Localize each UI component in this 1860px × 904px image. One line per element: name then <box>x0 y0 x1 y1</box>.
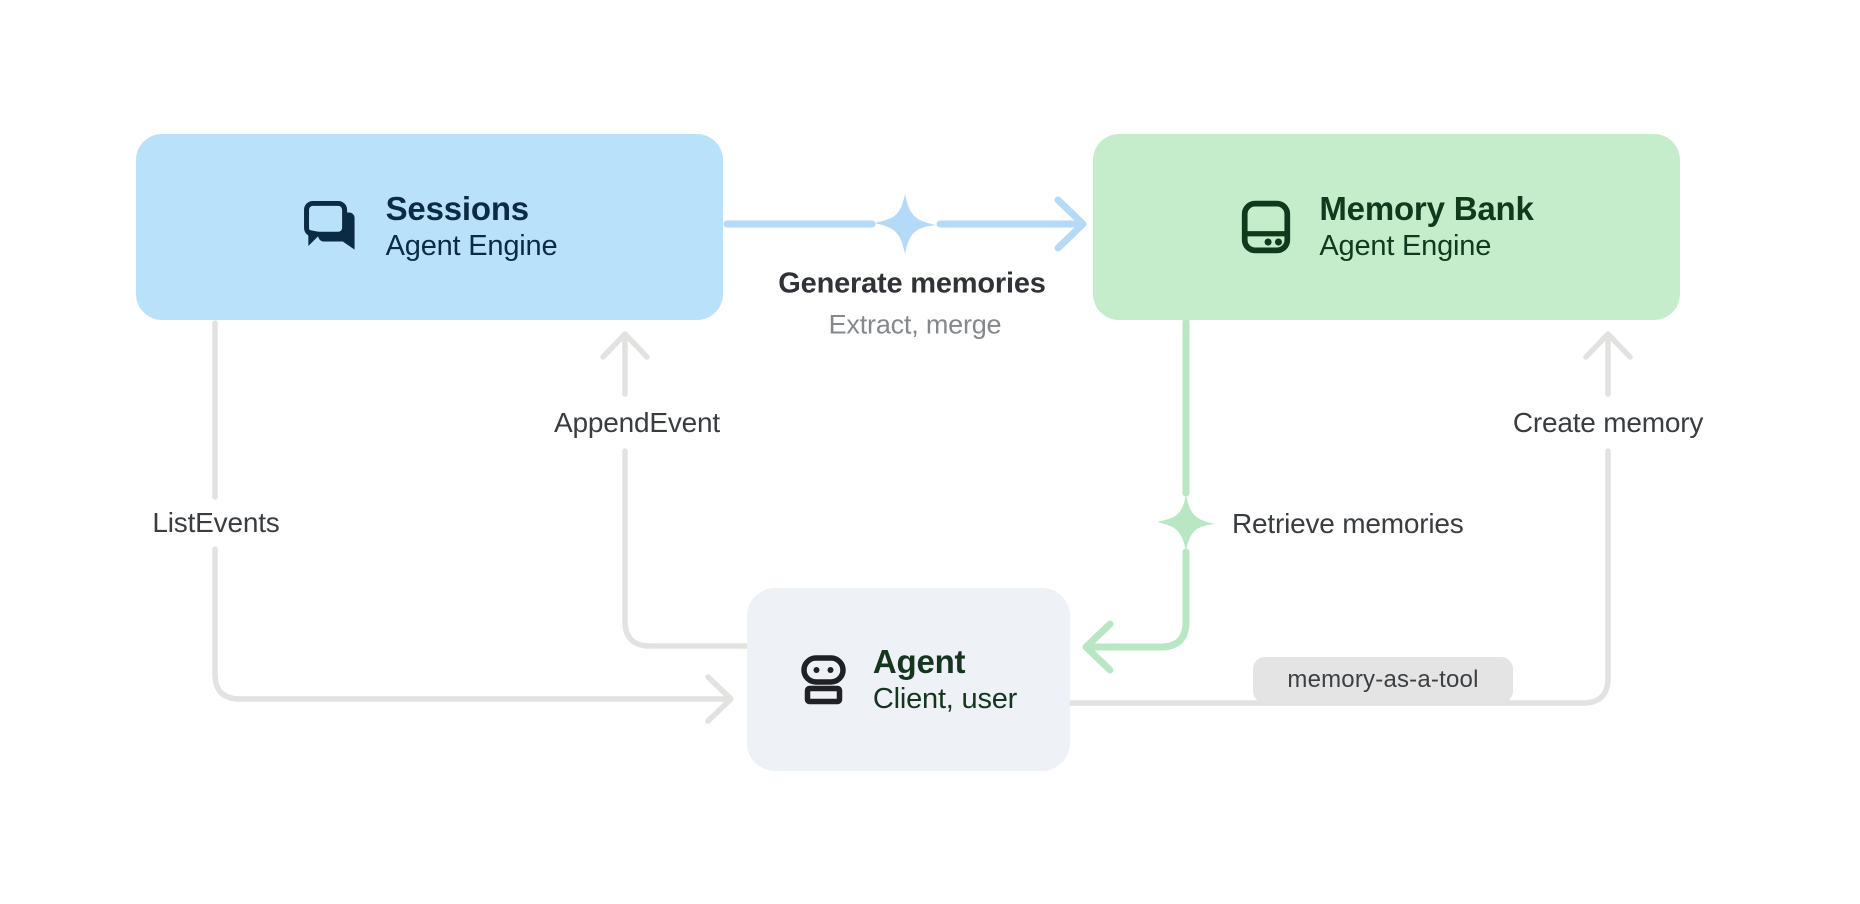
node-memory-bank: Memory Bank Agent Engine <box>1093 134 1680 320</box>
robot-icon <box>800 654 847 706</box>
node-sessions: Sessions Agent Engine <box>136 134 723 320</box>
edge-list-events <box>212 320 734 724</box>
node-subtitle: Client, user <box>872 682 1018 715</box>
retrieve-sparkle-icon <box>1157 495 1215 551</box>
generate-memories-label: Generate memories <box>778 267 1046 300</box>
edge-retrieve-memories <box>1082 318 1190 674</box>
node-agent: Agent Client, user <box>747 588 1070 771</box>
edge-append-event <box>600 331 750 649</box>
create-memory-label: Create memory <box>1512 407 1704 438</box>
memory-as-a-tool-badge: memory-as-a-tool <box>1253 657 1513 703</box>
memory-storage-icon <box>1239 200 1293 254</box>
node-title: Agent <box>872 642 966 680</box>
list-events-label: ListEvents <box>152 507 280 538</box>
edge-generate-memories <box>723 196 1087 252</box>
retrieve-memories-label: Retrieve memories <box>1232 508 1464 539</box>
chat-bubbles-icon <box>302 198 360 256</box>
append-event-label: AppendEvent <box>554 407 720 438</box>
extract-merge-sublabel: Extract, merge <box>828 309 1002 340</box>
node-title: Memory Bank <box>1319 190 1534 228</box>
node-subtitle: Agent Engine <box>1319 230 1492 263</box>
node-title: Sessions <box>385 190 530 228</box>
generate-sparkle-icon <box>874 194 936 254</box>
node-subtitle: Agent Engine <box>385 230 558 263</box>
edge-create-memory <box>1067 331 1633 706</box>
